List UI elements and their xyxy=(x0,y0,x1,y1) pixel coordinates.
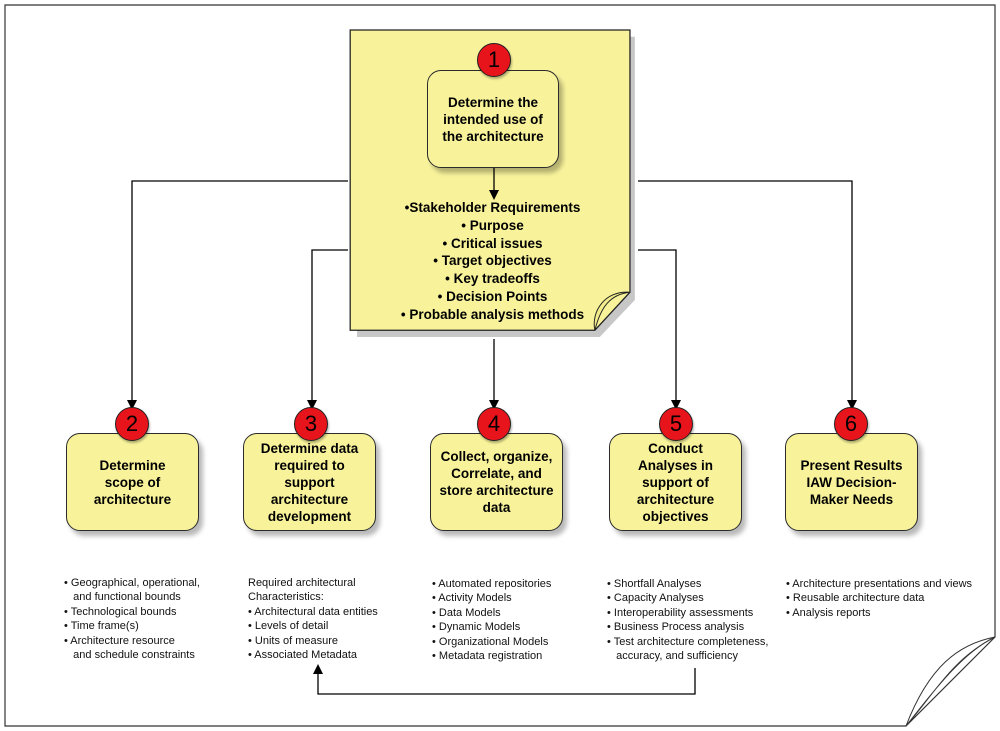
step-4-box: Collect, organize, Correlate, and store … xyxy=(430,433,563,531)
detail-item: • Capacity Analyses xyxy=(607,592,704,605)
step-3-title: Determine data required to support archi… xyxy=(260,440,359,524)
step-3-badge: 3 xyxy=(294,407,328,441)
step-6-title: Present Results IAW Decision-Maker Needs xyxy=(800,457,903,507)
step-6-box: Present Results IAW Decision-Maker Needs xyxy=(785,433,918,531)
detail-item: • Architectural data entities xyxy=(248,605,378,618)
step-5-details: • Shortfall Analyses • Capacity Analyses… xyxy=(607,577,768,663)
step-4-badge: 4 xyxy=(477,407,511,441)
detail-item: Required architectural xyxy=(248,577,356,589)
step-1-number: 1 xyxy=(487,47,501,72)
step-1-box: Determine the intended use of the archit… xyxy=(427,70,559,168)
step-5-title: Conduct Analyses in support of architect… xyxy=(636,440,715,524)
step-1-bullet: • Purpose xyxy=(461,217,524,233)
step-4-number: 4 xyxy=(487,411,501,436)
detail-item: • Time frame(s) xyxy=(64,620,139,633)
arrow-to-step-2 xyxy=(127,180,348,410)
detail-item: • Activity Models xyxy=(432,592,512,605)
step-6-details: • Architecture presentations and views •… xyxy=(786,577,972,620)
detail-item: • Shortfall Analyses xyxy=(607,578,702,590)
detail-item: • Architecture presentations and views xyxy=(786,578,973,590)
step-2-details: • Geographical, operational, and functio… xyxy=(64,576,200,662)
step-2-number: 2 xyxy=(125,411,139,436)
feedback-arrow-5-to-3 xyxy=(313,664,696,695)
step-5-box: Conduct Analyses in support of architect… xyxy=(609,433,742,531)
detail-item: • Geographical, operational, xyxy=(64,577,200,589)
step-2-title: Determine scope of architecture xyxy=(93,457,172,507)
step-1-bullet: •Stakeholder Requirements xyxy=(404,200,581,215)
detail-item: • Test architecture completeness, xyxy=(607,635,769,648)
step-1-bullet: • Key tradeoffs xyxy=(445,271,540,287)
step-2-badge: 2 xyxy=(115,407,149,441)
arrow-to-step-5 xyxy=(638,249,681,410)
step-3-number: 3 xyxy=(304,411,318,436)
detail-item: • Reusable architecture data xyxy=(786,592,925,605)
detail-item: • Dynamic Models xyxy=(432,621,521,634)
detail-item: Characteristics: xyxy=(248,591,324,604)
arrow-to-step-6 xyxy=(638,180,857,410)
detail-item: and schedule constraints xyxy=(64,649,195,662)
step-2-box: Determine scope of architecture xyxy=(66,433,199,531)
detail-item: • Automated repositories xyxy=(432,578,552,590)
detail-item: • Organizational Models xyxy=(432,635,549,648)
step-6-number: 6 xyxy=(844,411,858,436)
step-4-details: • Automated repositories • Activity Mode… xyxy=(432,577,551,663)
detail-item: • Data Models xyxy=(432,606,501,619)
detail-item: • Architecture resource xyxy=(64,634,175,647)
step-5-number: 5 xyxy=(669,411,683,436)
step-3-box: Determine data required to support archi… xyxy=(243,433,376,531)
step-1-badge: 1 xyxy=(477,43,511,77)
detail-item: • Units of measure xyxy=(248,634,339,647)
main-sticky-note xyxy=(349,29,635,338)
step-4-title: Collect, organize, Correlate, and store … xyxy=(439,449,554,515)
step-1-bullet: • Target objectives xyxy=(433,253,552,269)
step-3-details: Required architectural Characteristics: … xyxy=(248,576,378,662)
background-sheet xyxy=(4,4,996,727)
step-1-bullet: • Probable analysis methods xyxy=(400,306,585,322)
step-6-badge: 6 xyxy=(834,407,868,441)
detail-item: • Levels of detail xyxy=(248,620,329,633)
detail-item: accuracy, and sufficiency xyxy=(607,650,739,663)
arrow-to-step-3 xyxy=(307,249,348,410)
detail-item: • Technological bounds xyxy=(64,605,177,618)
step-1-bullet: • Critical issues xyxy=(442,235,543,251)
step-5-badge: 5 xyxy=(659,407,693,441)
detail-item: • Business Process analysis xyxy=(607,621,745,634)
detail-item: and functional bounds xyxy=(64,591,181,604)
step-1-bullets: •Stakeholder Requirements • Purpose • Cr… xyxy=(370,199,615,324)
step-1-title: Determine the intended use of the archit… xyxy=(442,94,544,144)
detail-item: • Metadata registration xyxy=(432,650,543,663)
detail-item: • Interoperability assessments xyxy=(607,606,754,619)
detail-item: • Analysis reports xyxy=(786,606,871,619)
detail-item: • Associated Metadata xyxy=(248,649,358,662)
step-1-bullet: • Decision Points xyxy=(437,288,548,304)
